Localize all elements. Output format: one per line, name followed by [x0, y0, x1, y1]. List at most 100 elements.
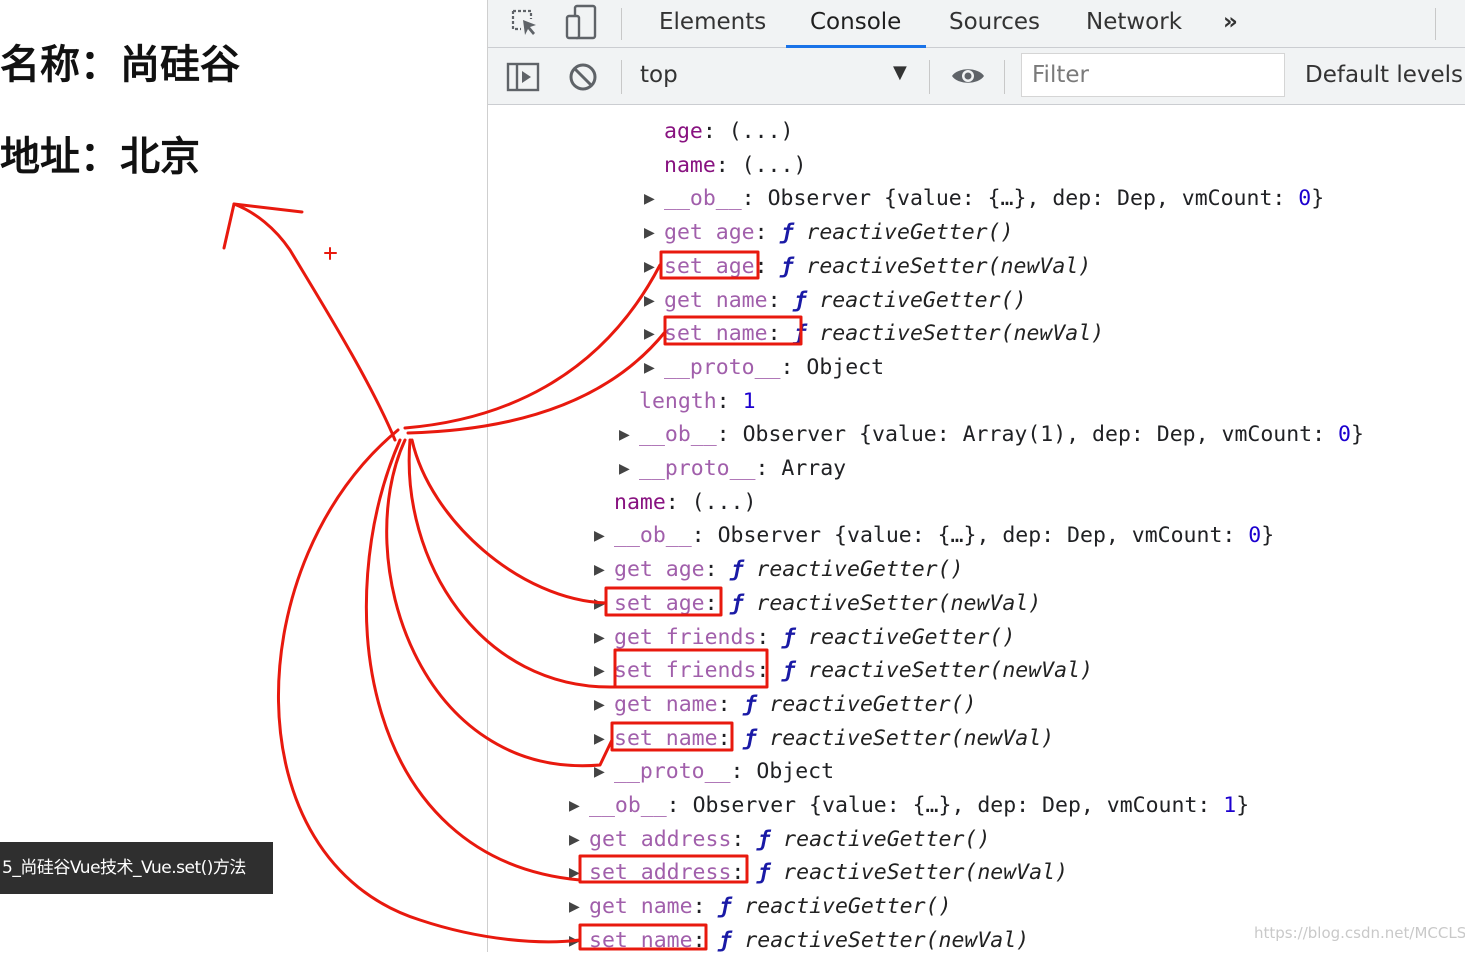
expand-arrow-icon[interactable]: ▶	[594, 764, 605, 781]
property-separator: :	[741, 186, 768, 212]
property-value: ƒ	[730, 557, 744, 583]
console-row[interactable]: get name: ƒ reactiveGetter()	[589, 892, 951, 922]
console-row[interactable]: __proto__: Object	[614, 757, 834, 787]
property-key: get address	[589, 826, 732, 852]
filter-input[interactable]: Filter	[1021, 53, 1285, 97]
show-sidebar-icon[interactable]	[506, 62, 540, 96]
expand-arrow-icon[interactable]: ▶	[569, 899, 580, 916]
log-levels-dropdown[interactable]: Default levels	[1305, 62, 1464, 88]
chevron-down-icon[interactable]: ▼	[893, 62, 907, 83]
expand-arrow-icon[interactable]: ▶	[619, 427, 630, 444]
property-key: __ob__	[639, 422, 717, 448]
property-value: }	[1236, 793, 1250, 818]
settings-dots-icon[interactable]: ⋮	[1456, 10, 1465, 35]
expand-arrow-icon[interactable]: ▶	[594, 730, 605, 747]
property-value: ƒ	[743, 691, 757, 717]
console-row[interactable]: __ob__: Observer {value: {…}, dep: Dep, …	[589, 791, 1249, 821]
console-row[interactable]: get age: ƒ reactiveGetter()	[614, 555, 964, 585]
property-key: __ob__	[589, 793, 667, 818]
console-row[interactable]: set name: ƒ reactiveSetter(newVal)	[664, 319, 1104, 349]
expand-arrow-icon[interactable]: ▶	[569, 932, 580, 949]
property-key: __ob__	[664, 186, 742, 212]
expand-arrow-icon[interactable]: ▶	[594, 696, 605, 713]
property-value: 1	[742, 388, 756, 414]
console-row[interactable]: __proto__: Object	[664, 353, 884, 383]
console-row[interactable]: __ob__: Observer {value: {…}, dep: Dep, …	[614, 521, 1274, 551]
console-row[interactable]: get address: ƒ reactiveGetter()	[589, 825, 990, 855]
property-separator: :	[704, 557, 731, 583]
console-row[interactable]: name: (...)	[664, 151, 806, 181]
expand-arrow-icon[interactable]: ▶	[644, 359, 655, 376]
property-value: Observer {value: Array(1), dep: Dep, vmC…	[742, 422, 1338, 448]
tab-elements[interactable]: Elements	[659, 9, 767, 35]
tab-console[interactable]: Console	[810, 9, 902, 35]
property-value: reactiveSetter(newVal)	[795, 658, 1093, 684]
property-value: Observer {value: {…}, dep: Dep, vmCount:	[767, 186, 1299, 212]
tab-sources[interactable]: Sources	[949, 9, 1040, 35]
expand-arrow-icon[interactable]: ▶	[569, 865, 580, 882]
expand-arrow-icon[interactable]: ▶	[569, 831, 580, 848]
expand-arrow-icon[interactable]: ▶	[594, 629, 605, 646]
property-key: set address	[589, 860, 732, 886]
expand-arrow-icon[interactable]: ▶	[594, 562, 605, 579]
property-separator: :	[780, 354, 807, 380]
eye-icon[interactable]	[950, 64, 986, 92]
expand-arrow-icon[interactable]: ▶	[644, 191, 655, 208]
app-page: 名称：尚硅谷 地址：北京 5_尚硅谷Vue技术_Vue.set()方法	[0, 0, 487, 952]
console-row[interactable]: set name: ƒ reactiveSetter(newVal)	[614, 724, 1054, 754]
console-row[interactable]: set age: ƒ reactiveSetter(newVal)	[664, 252, 1091, 282]
property-value: ƒ	[780, 253, 794, 279]
property-value: }	[1350, 422, 1364, 448]
property-key: get name	[589, 894, 693, 920]
console-row[interactable]: name: (...)	[614, 488, 756, 518]
property-value: reactiveSetter(newVal)	[756, 725, 1055, 751]
property-separator: :	[716, 422, 743, 448]
expand-arrow-icon[interactable]: ▶	[644, 326, 655, 343]
expand-arrow-icon[interactable]: ▶	[594, 663, 605, 680]
console-row[interactable]: get age: ƒ reactiveGetter()	[664, 218, 1014, 248]
watermark: https://blog.csdn.net/MCCLS	[1254, 924, 1465, 942]
console-row[interactable]: age: (...)	[664, 117, 793, 147]
console-row[interactable]: set address: ƒ reactiveSetter(newVal)	[589, 858, 1068, 888]
property-value: Object	[756, 759, 835, 785]
expand-arrow-icon[interactable]: ▶	[619, 461, 630, 477]
property-value: reactiveSetter(newVal)	[731, 927, 1030, 953]
expand-arrow-icon[interactable]: ▶	[569, 798, 580, 814]
property-separator: :	[717, 691, 744, 717]
property-value: reactiveGetter()	[756, 691, 977, 717]
console-row[interactable]: __ob__: Observer {value: Array(1), dep: …	[639, 420, 1364, 450]
property-separator: :	[756, 658, 783, 684]
device-toolbar-icon[interactable]	[565, 4, 599, 44]
expand-arrow-icon[interactable]: ▶	[644, 258, 655, 275]
console-row[interactable]: __ob__: Observer {value: {…}, dep: Dep, …	[664, 184, 1324, 214]
expand-arrow-icon[interactable]: ▶	[594, 528, 605, 545]
clear-console-icon[interactable]	[568, 62, 598, 96]
property-key: length	[639, 388, 717, 414]
expand-arrow-icon[interactable]: ▶	[644, 225, 655, 242]
property-value: reactiveGetter()	[770, 826, 991, 852]
console-row[interactable]: get name: ƒ reactiveGetter()	[614, 690, 976, 720]
console-row[interactable]: length: 1	[639, 387, 756, 417]
property-value: reactiveSetter(newVal)	[770, 860, 1068, 886]
tab-network[interactable]: Network	[1086, 9, 1183, 35]
property-separator: :	[666, 793, 693, 818]
expand-arrow-icon[interactable]: ▶	[594, 595, 605, 612]
console-row[interactable]: set friends: ƒ reactiveSetter(newVal)	[614, 656, 1093, 686]
more-tabs-button[interactable]: »	[1223, 9, 1238, 35]
console-row[interactable]: get name: ƒ reactiveGetter()	[664, 286, 1026, 316]
property-value: ƒ	[718, 927, 732, 953]
property-value: reactiveGetter()	[795, 624, 1016, 650]
console-row[interactable]: get friends: ƒ reactiveGetter()	[614, 623, 1015, 653]
console-row[interactable]: set age: ƒ reactiveSetter(newVal)	[614, 589, 1041, 619]
property-key: name	[614, 489, 666, 515]
console-row[interactable]: __proto__: Array	[639, 454, 846, 484]
context-selector[interactable]: top	[640, 62, 678, 88]
page-line-name: 名称：尚硅谷	[0, 42, 240, 88]
property-key: get age	[614, 557, 705, 583]
inspect-element-icon[interactable]	[510, 8, 540, 42]
console-row[interactable]: set name: ƒ reactiveSetter(newVal)	[589, 926, 1029, 956]
property-separator: :	[754, 220, 781, 246]
property-value: }	[1261, 523, 1275, 549]
property-value: ƒ	[793, 287, 807, 313]
expand-arrow-icon[interactable]: ▶	[644, 292, 655, 309]
